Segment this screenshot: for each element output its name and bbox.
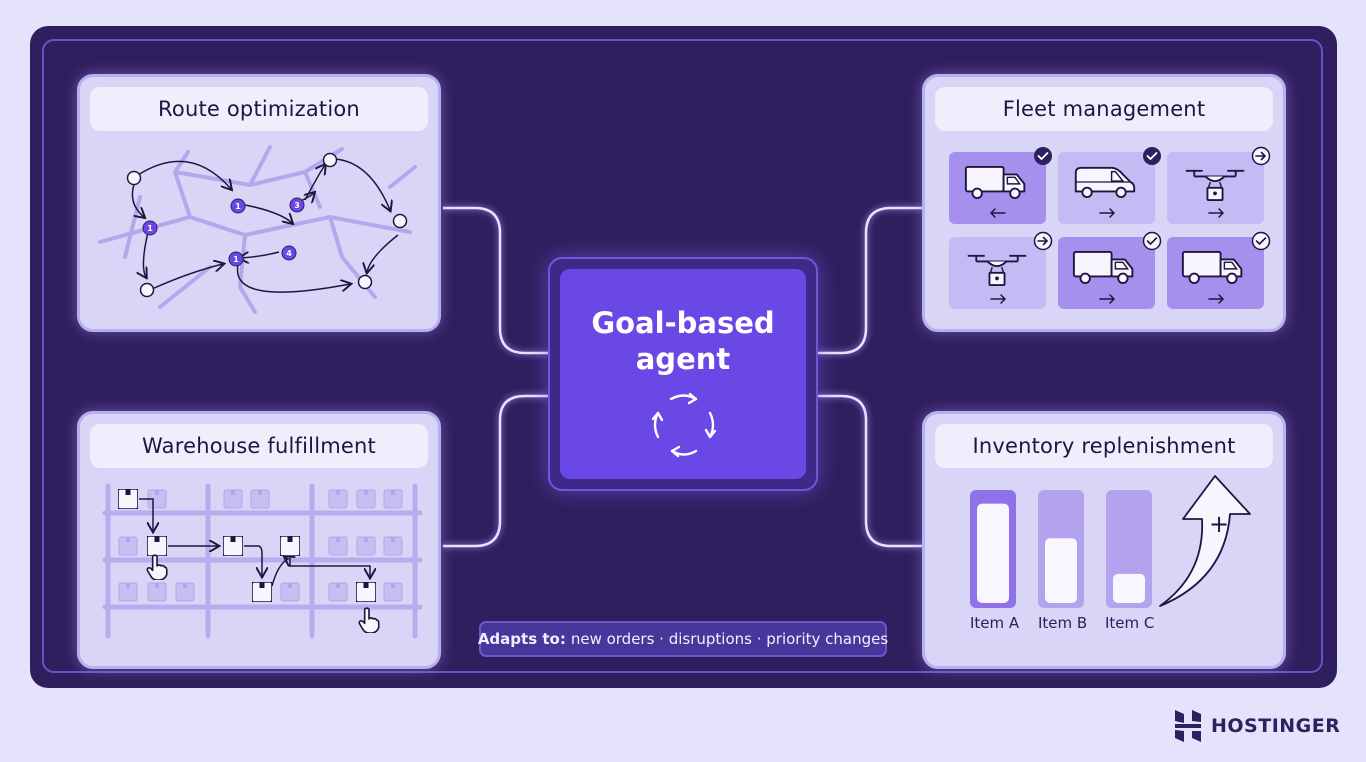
route-waypoint (357, 274, 373, 290)
check-icon (1033, 146, 1053, 166)
package-box (280, 536, 300, 556)
adapts-label: Adapts to: (477, 630, 566, 648)
route-waypoint (139, 282, 155, 298)
route-stop (289, 197, 305, 213)
forward-arrow-icon (1033, 231, 1053, 251)
direction-arrow-icon (1208, 208, 1225, 218)
growth-arrow-icon (1159, 475, 1251, 607)
connector-inventory (818, 394, 923, 548)
brand-name: HOSTINGER (1211, 715, 1341, 737)
check-icon (1142, 231, 1162, 251)
check-icon (1142, 146, 1162, 166)
inventory-bar-level (1045, 538, 1077, 603)
package-box (252, 582, 272, 602)
route-stop (142, 220, 158, 236)
direction-arrow-icon (989, 208, 1006, 218)
forward-arrow-icon (1251, 146, 1271, 166)
inventory-bar-level (1113, 573, 1145, 603)
direction-arrow-icon (990, 294, 1007, 304)
route-stop (230, 198, 246, 214)
direction-arrow-icon (1208, 294, 1225, 304)
connector-warehouse (443, 394, 548, 548)
package-box (356, 582, 376, 602)
inventory-item-label: Item C (1105, 614, 1155, 632)
route-stop-label: 3 (294, 201, 300, 210)
route-waypoint (392, 213, 408, 229)
route-waypoint (322, 152, 338, 168)
direction-arrow-icon (1099, 294, 1116, 304)
pointer-hand-icon (358, 607, 380, 633)
fleet-management-title: Fleet management (935, 87, 1273, 131)
route-stop-label: 4 (286, 249, 292, 258)
route-map-illustration: 1 1 3 4 1 (98, 145, 417, 314)
inventory-replenishment-title: Inventory replenishment (935, 424, 1273, 468)
connector-fleet (818, 206, 923, 355)
adapts-to-banner: Adapts to: new orders · disruptions · pr… (477, 621, 889, 657)
route-optimization-title: Route optimization (90, 87, 428, 131)
warehouse-fulfillment-panel: Warehouse fulfillment (77, 411, 441, 669)
route-stop-label: 1 (233, 255, 239, 264)
route-stop (281, 245, 297, 261)
connector-route (443, 206, 548, 355)
inventory-illustration: + (970, 475, 1251, 608)
agent-card: Goal-based agent (560, 269, 806, 479)
inventory-item-label: Item A (970, 614, 1020, 632)
route-optimization-panel: 1 1 3 4 1 Route optimization (77, 74, 441, 332)
cycle-arrows-icon (651, 392, 717, 458)
package-box (147, 536, 167, 556)
agent-title: Goal-based agent (591, 306, 775, 376)
warehouse-fulfillment-title: Warehouse fulfillment (90, 424, 428, 468)
plus-icon: + (1209, 510, 1229, 538)
route-stop-label: 1 (235, 202, 241, 211)
inventory-item-label: Item B (1038, 614, 1088, 632)
fleet-management-panel: Fleet management (922, 74, 1286, 332)
route-stop (228, 251, 244, 267)
hostinger-logo-icon (1175, 710, 1201, 742)
check-icon (1251, 231, 1271, 251)
direction-arrow-icon (1099, 208, 1116, 218)
route-stop-label: 1 (147, 224, 153, 233)
package-box (223, 536, 243, 556)
route-waypoint (126, 170, 142, 186)
warehouse-illustration (102, 483, 423, 639)
adapts-text: new orders · disruptions · priority chan… (570, 630, 889, 648)
frame-border (42, 39, 1323, 673)
brand-logo: HOSTINGER (1173, 708, 1340, 744)
package-box (118, 489, 138, 509)
inventory-bar-level (977, 503, 1009, 603)
fleet-illustration (949, 146, 1271, 309)
goal-based-agent-node: Goal-based agent (548, 257, 818, 491)
inventory-replenishment-panel: + Item A Item B Item C Inventory repleni… (922, 411, 1286, 669)
